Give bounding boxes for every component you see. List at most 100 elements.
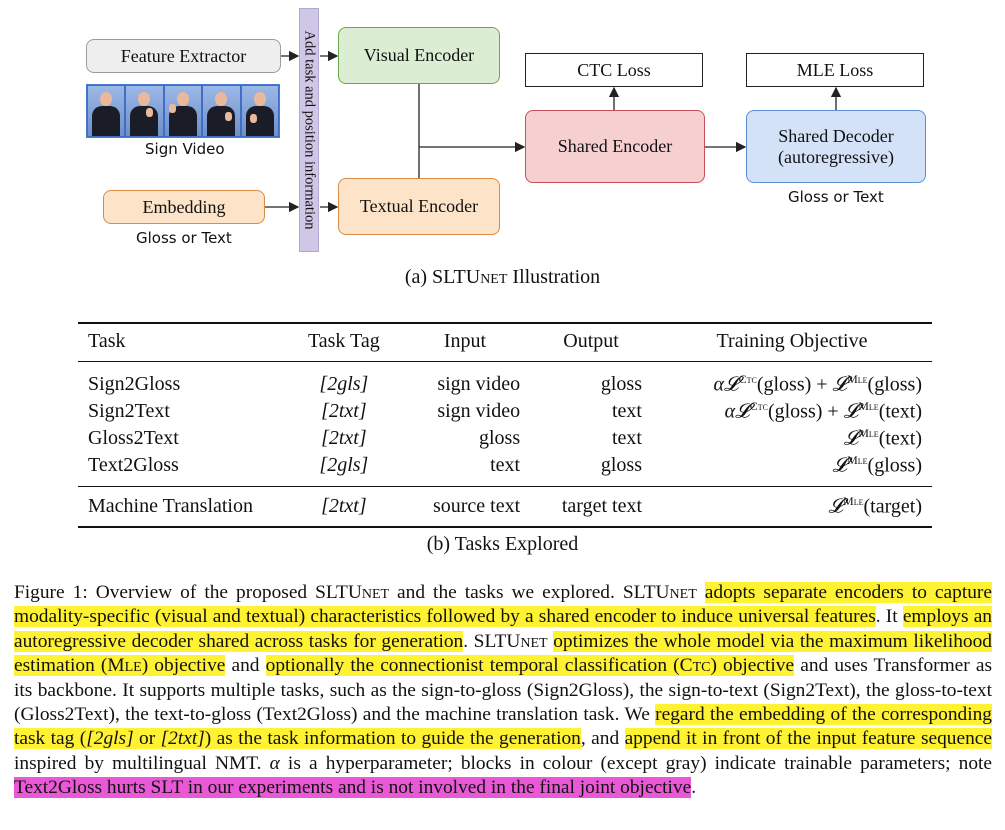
caption-text: inspired by multilingual NMT. xyxy=(14,752,270,774)
ctc-loss-label: CTC Loss xyxy=(577,59,651,80)
cell-objective: 𝓛Mle(gloss) xyxy=(832,453,922,477)
caption-text: . It xyxy=(875,606,903,628)
caption-text: le xyxy=(124,655,142,677)
embedding-box: Embedding xyxy=(103,190,265,224)
table-row: Sign2Gloss [2gls] sign video gloss α𝓛Ctc… xyxy=(78,362,932,399)
table-row: Gloss2Text [2txt] gloss text 𝓛Mle(text) xyxy=(78,425,932,452)
task-position-bar: Add task and position information xyxy=(299,8,319,252)
header-input: Input xyxy=(399,322,531,362)
cell-output: text xyxy=(612,427,642,449)
cell-objective: α𝓛Ctc(gloss) + 𝓛Mle(text) xyxy=(724,399,922,423)
shared-encoder-box: Shared Encoder xyxy=(525,110,705,183)
caption-text: net xyxy=(520,630,548,652)
cell-task: Machine Translation xyxy=(78,486,288,528)
cell-input: sign video xyxy=(437,400,521,422)
header-output: Output xyxy=(530,322,652,362)
diagram-connectors xyxy=(265,50,842,213)
caption-a: (a) SLTUnet Illustration xyxy=(0,266,1005,289)
cell-input: sign video xyxy=(437,373,521,395)
textual-encoder-label: Textual Encoder xyxy=(359,196,479,216)
cell-tag: [2gls] xyxy=(319,373,369,395)
caption-text: optimizes the whole model via the maximu… xyxy=(14,630,992,677)
caption-text: ) as the task information to guide the g… xyxy=(204,728,581,750)
caption-text: . xyxy=(691,777,697,799)
sign-video-frames xyxy=(86,84,280,138)
feature-extractor-label: Feature Extractor xyxy=(120,45,247,66)
highlight-yellow: append it in front of the input feature … xyxy=(624,728,993,750)
cell-tag: [2txt] xyxy=(288,486,400,528)
sign-video-label: Sign Video xyxy=(145,140,225,158)
cell-input: gloss xyxy=(479,427,521,449)
sltunet-diagram: Feature Extractor Sign Video Embedding G… xyxy=(0,0,1005,300)
caption-text: is a hyperparameter; blocks in colour (e… xyxy=(279,752,993,774)
table-row: Machine Translation [2txt] source text t… xyxy=(78,486,932,528)
cell-objective: α𝓛Ctc(gloss) + 𝓛Mle(gloss) xyxy=(713,372,922,396)
table-row: Text2Gloss [2gls] text gloss 𝓛Mle(gloss) xyxy=(78,452,932,487)
shared-decoder-box: Shared Decoder (autoregressive) xyxy=(746,110,926,183)
caption-text: net xyxy=(669,582,697,603)
cell-output: gloss xyxy=(600,454,642,476)
caption-text: ) objective xyxy=(141,655,226,677)
cell-tag: [2txt] xyxy=(321,400,367,422)
video-frame xyxy=(203,86,240,136)
caption-b: (b) Tasks Explored xyxy=(426,533,579,555)
caption-text: and the tasks we explored. SLTU xyxy=(389,582,670,603)
caption-text: α xyxy=(269,752,280,774)
caption-text: regard the embedding of the correspondin… xyxy=(14,704,993,750)
header-task: Task xyxy=(78,322,288,362)
cell-input: source text xyxy=(399,486,531,528)
tasks-table: Task Task Tag Input Output Training Obje… xyxy=(78,322,932,528)
highlight-yellow: optionally the connectionist temporal cl… xyxy=(265,655,795,677)
caption-text: and uses Transformer as its backbone. It… xyxy=(14,655,993,726)
table-header-row: Task Task Tag Input Output Training Obje… xyxy=(78,322,932,362)
caption-a-suffix: Illustration xyxy=(507,266,601,288)
figure-caption: Figure 1: Overview of the proposed SLTUn… xyxy=(14,581,993,801)
caption-a-smallcaps: net xyxy=(480,266,508,288)
caption-text: and xyxy=(225,655,266,677)
cell-output: gloss xyxy=(600,373,642,395)
cell-task: Gloss2Text xyxy=(88,427,179,449)
visual-encoder-label: Visual Encoder xyxy=(363,45,475,65)
caption-text: optionally the connectionist temporal cl… xyxy=(265,655,693,677)
textual-encoder-box: Textual Encoder xyxy=(338,178,500,235)
cell-tag: [2txt] xyxy=(321,427,367,449)
caption-text: Figure 1: Overview of the proposed SLTU xyxy=(14,582,362,603)
video-frame xyxy=(164,86,202,136)
cell-objective: 𝓛Mle(text) xyxy=(843,426,922,450)
gloss-or-text-input-label: Gloss or Text xyxy=(136,229,232,247)
caption-text: . SLTU xyxy=(463,630,521,652)
mle-loss-box: MLE Loss xyxy=(746,53,924,87)
highlight-magenta: Text2Gloss hurts SLT in our experiments … xyxy=(14,777,692,799)
caption-text: tc xyxy=(692,655,711,677)
cell-output: target text xyxy=(530,486,652,528)
shared-encoder-label: Shared Encoder xyxy=(557,136,673,156)
shared-decoder-label: Shared Decoder xyxy=(778,125,894,146)
cell-output: text xyxy=(612,400,642,422)
header-task-tag: Task Tag xyxy=(288,322,400,362)
caption-a-prefix: (a) SLTU xyxy=(404,266,481,288)
task-bar-label: Add task and position information xyxy=(301,30,318,230)
caption-text: or xyxy=(133,728,161,750)
table-row: Sign2Text [2txt] sign video text α𝓛Ctc(g… xyxy=(78,398,932,425)
cell-tag: [2gls] xyxy=(319,454,369,476)
caption-text: [2gls] xyxy=(86,728,134,750)
ctc-loss-box: CTC Loss xyxy=(525,53,703,87)
cell-task: Sign2Text xyxy=(88,400,170,422)
caption-text: net xyxy=(361,582,390,603)
video-frame xyxy=(126,86,163,136)
caption-text: [2txt] xyxy=(160,728,205,750)
video-frame xyxy=(241,86,279,136)
video-frame xyxy=(88,86,125,136)
embedding-label: Embedding xyxy=(142,196,226,217)
cell-task: Text2Gloss xyxy=(88,454,179,476)
caption-text: , and xyxy=(580,728,625,750)
gloss-or-text-output-label: Gloss or Text xyxy=(788,188,884,206)
cell-input: text xyxy=(490,454,521,476)
shared-decoder-sublabel: (autoregressive) xyxy=(778,146,894,167)
visual-encoder-box: Visual Encoder xyxy=(338,27,500,84)
cell-objective: 𝓛Mle(target) xyxy=(652,486,932,528)
caption-text: ) objective xyxy=(710,655,795,677)
header-training-objective: Training Objective xyxy=(652,322,932,362)
mle-loss-label: MLE Loss xyxy=(796,59,874,80)
caption-text xyxy=(697,582,705,603)
